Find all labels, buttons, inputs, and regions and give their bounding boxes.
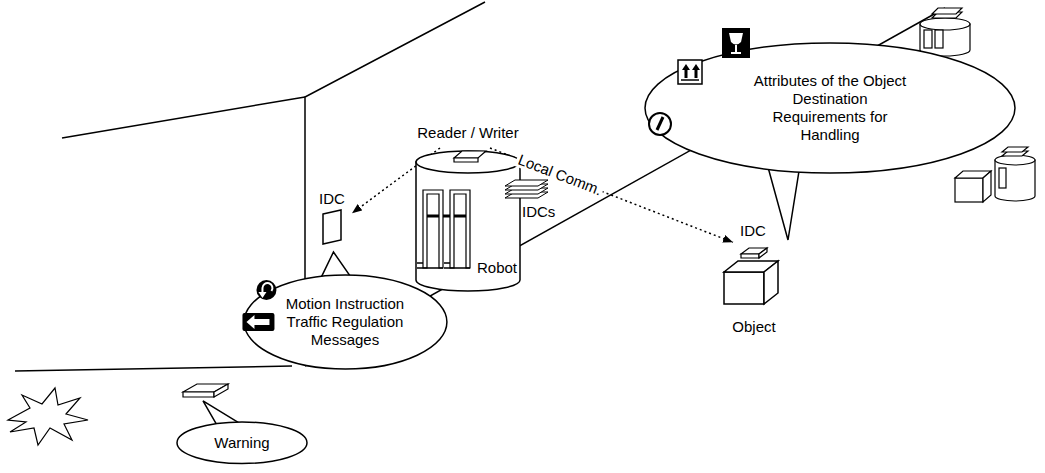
robot-right	[955, 147, 1035, 202]
cargo-box	[955, 178, 983, 202]
idc-tag-front	[741, 254, 759, 258]
gripper	[999, 168, 1006, 188]
handling-mark	[657, 117, 663, 130]
handling-sign	[649, 113, 671, 135]
callout-tail	[767, 164, 800, 240]
callout-bubble: Attributes of the Object Destination Req…	[645, 43, 1015, 173]
wall-edge	[62, 97, 305, 138]
gripper	[924, 30, 932, 48]
object-box-side	[764, 261, 778, 304]
floor-idc-side	[214, 384, 228, 397]
idc-plate	[505, 180, 548, 186]
node-shape	[416, 151, 548, 291]
node-shape	[741, 248, 767, 258]
callout-outline	[645, 43, 1015, 173]
robot-body	[995, 160, 1035, 201]
part-label: Reader / Writer	[417, 124, 518, 142]
object-box-front	[724, 272, 764, 304]
floor-edge	[15, 366, 292, 371]
idc-card-shape	[323, 210, 341, 244]
this-way-up-sign	[678, 60, 702, 84]
idc-tag-side	[759, 248, 767, 258]
gripper-fork	[444, 263, 470, 268]
direction-arrow	[246, 315, 269, 329]
robot-top	[416, 151, 520, 173]
fragile-glass-stem	[731, 45, 741, 53]
fragile-sign	[722, 28, 750, 58]
up-arrow-base	[681, 79, 699, 81]
node-shape	[323, 210, 341, 244]
communication-arrow	[490, 148, 733, 242]
up-arrow-stem	[695, 70, 698, 78]
floor-idc	[183, 384, 228, 397]
callout-outline	[177, 422, 307, 464]
gripper	[935, 30, 943, 48]
node-text: IDC	[319, 190, 345, 208]
callout-bubble: Warning	[177, 422, 307, 464]
node-text: Motion Instruction Traffic Regulation Me…	[282, 295, 408, 349]
reader-writer	[454, 158, 478, 162]
up-arrow	[682, 64, 690, 70]
idc-plate	[932, 8, 962, 14]
gripper-bar	[423, 215, 470, 218]
robot-body	[416, 162, 520, 291]
gripper	[423, 190, 443, 268]
idc-tag: IDC	[733, 222, 773, 258]
robot: Robot	[410, 148, 525, 293]
fragile-glass	[729, 33, 743, 45]
turn-sign	[256, 280, 276, 300]
node-text: IDC	[740, 222, 766, 240]
floor-idc-front	[183, 392, 214, 397]
cargo-box	[983, 171, 991, 202]
up-arrow-stem	[685, 70, 688, 78]
node-shape	[724, 261, 778, 304]
hazard-crack	[8, 388, 88, 445]
idc-plate	[1002, 147, 1028, 152]
robot-far	[920, 8, 970, 56]
node-text: Attributes of the Object Destination Req…	[749, 72, 911, 144]
turn-arrow-head	[258, 292, 266, 298]
node-text: Warning	[214, 434, 269, 452]
gripper-fork	[417, 263, 443, 268]
callout-bubble: Motion Instruction Traffic Regulation Me…	[244, 275, 447, 369]
reader-writer	[454, 151, 486, 158]
up-arrow	[692, 64, 700, 70]
node-text: Robot	[477, 259, 517, 277]
direction-sign	[242, 313, 274, 331]
idc-card: IDC	[312, 190, 352, 246]
robot-top	[920, 18, 970, 30]
node-shape	[177, 401, 307, 464]
node-shape	[645, 28, 1015, 240]
gripper	[450, 190, 470, 268]
node-text: Object	[732, 318, 775, 336]
part-label: IDCs	[522, 203, 555, 221]
object-box: Object	[718, 258, 790, 336]
